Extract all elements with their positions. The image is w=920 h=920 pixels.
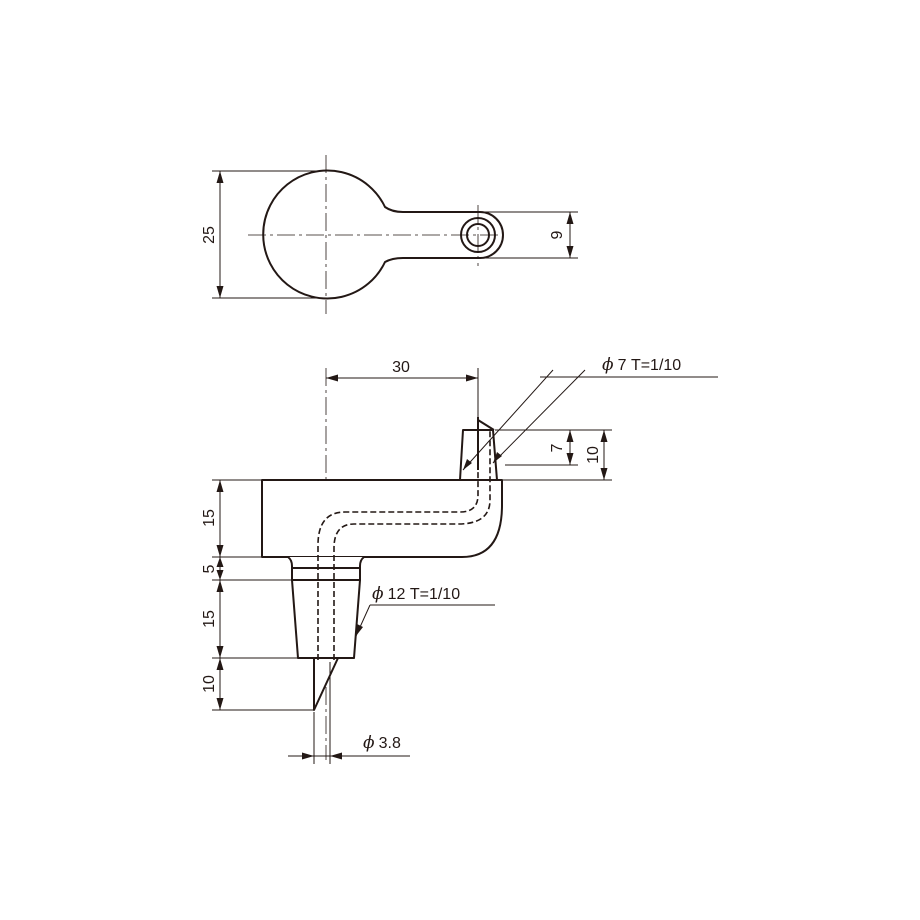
bore-arrow-right bbox=[330, 752, 342, 760]
dim-15-body-label: 15 bbox=[201, 509, 218, 527]
dim-9-arrow-top bbox=[566, 212, 574, 224]
dim-5-arrow-top bbox=[216, 557, 224, 567]
upper-post-chamfer bbox=[477, 419, 495, 431]
dim-30-label: 30 bbox=[392, 359, 410, 376]
top-view-outline bbox=[262, 169, 504, 300]
dim-15-body-arrow-top bbox=[216, 480, 224, 492]
dim-10-tip-label: 10 bbox=[201, 675, 218, 693]
bore-phi-symbol: ϕ bbox=[363, 733, 375, 753]
front-view-body-outline bbox=[261, 429, 503, 558]
dim-7-label: 7 bbox=[549, 443, 566, 452]
hidden-bore-outer bbox=[317, 430, 479, 660]
dim-30-arrow-left bbox=[326, 374, 338, 382]
upper-taper-phi-symbol: ϕ bbox=[602, 355, 614, 375]
lower-taper-outline bbox=[291, 579, 361, 659]
bore-spec: 3.8 bbox=[379, 735, 401, 752]
dim-10-upper-arrow-bottom bbox=[600, 468, 608, 480]
dim-30-arrow-right bbox=[466, 374, 478, 382]
upper-taper-arrow-1 bbox=[463, 459, 472, 470]
dim-15-taper-arrow-top bbox=[216, 580, 224, 592]
dim-15-taper-label: 15 bbox=[201, 610, 218, 628]
eyelet-outer-ring bbox=[460, 217, 496, 253]
upper-taper-spec: 7 T=1/10 bbox=[618, 357, 682, 374]
dim-7-arrow-bottom bbox=[566, 453, 574, 465]
lower-taper-arrow bbox=[356, 624, 363, 636]
tip-outline bbox=[313, 657, 339, 711]
lower-taper-spec: 12 T=1/10 bbox=[388, 586, 461, 603]
dim-10-tip-arrow-bottom bbox=[216, 698, 224, 710]
top-view: 25 9 bbox=[201, 155, 578, 314]
hidden-bore-inner bbox=[333, 430, 491, 660]
eyelet-inner-hole bbox=[466, 223, 490, 247]
dim-10-tip-arrow-top bbox=[216, 658, 224, 670]
dim-15-taper-arrow-bottom bbox=[216, 646, 224, 658]
dim-10-upper-label: 10 bbox=[585, 446, 602, 464]
upper-taper-leader-1 bbox=[462, 369, 554, 471]
upper-taper-arrow-2 bbox=[493, 452, 502, 463]
dim-10-upper-arrow-top bbox=[600, 430, 608, 442]
bore-arrow-left bbox=[302, 752, 314, 760]
dim-5-label: 5 bbox=[201, 564, 218, 573]
dim-5-arrow-bottom bbox=[216, 570, 224, 580]
dim-7-arrow-top bbox=[566, 430, 574, 442]
dim-25-arrow-top bbox=[216, 171, 224, 183]
dim-9-arrow-bottom bbox=[566, 246, 574, 258]
dim-25-arrow-bottom bbox=[216, 286, 224, 298]
dim-15-body-arrow-bottom bbox=[216, 545, 224, 557]
lower-taper-phi-symbol: ϕ bbox=[372, 584, 384, 604]
upper-taper-leader-2 bbox=[492, 369, 586, 464]
dim-25-label: 25 bbox=[201, 226, 218, 244]
dim-9-label: 9 bbox=[549, 230, 566, 239]
